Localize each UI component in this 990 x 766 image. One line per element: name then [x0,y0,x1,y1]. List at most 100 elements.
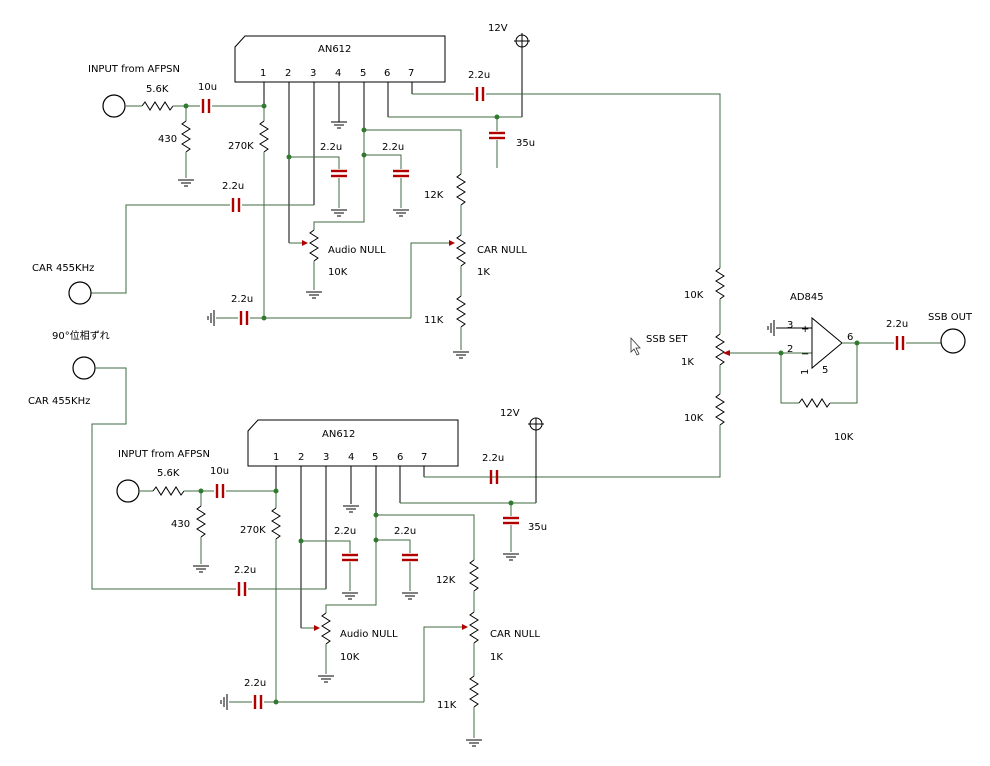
input-label-top: INPUT from AFPSN [88,64,180,75]
cap-value-carrier-top: 2.2u [222,181,244,192]
capacitor-gnd-top [239,311,249,325]
res-value-5k6-bottom: 5.6K [157,468,180,479]
output-terminal[interactable] [940,328,966,354]
carrier-bottom-input: 90°位相ずれ CAR 455KHz [28,329,236,590]
ground-symbol [466,739,482,747]
cap-value-gnd-top: 2.2u [231,294,253,305]
ic-pin-label: 1 [273,452,279,463]
cap-value-pin7-top: 2.2u [468,70,490,81]
resistor-11k-top [456,295,466,328]
cap-value-pin2-top: 2.2u [320,142,342,153]
pot-label-ssb: SSB SET [646,334,688,345]
ic-pin-label: 6 [397,452,403,463]
ground-symbol [453,351,469,359]
res-value-270k-top: 270K [228,141,254,152]
top-channel: AN612 1 2 3 4 5 6 7 12V 35u [32,23,721,359]
opamp-pin6: 6 [847,332,853,343]
res-value-10k-lower: 10K [684,413,704,424]
res-value-430-top: 430 [158,134,177,145]
capacitor-35u-top [489,131,505,140]
res-value-12k-top: 12K [424,190,444,201]
capacitor-gnd-bottom [253,695,263,709]
pot-label-audio-top: Audio NULL [328,245,386,256]
resistor-430-bottom [196,505,206,538]
cap-value-out: 2.2u [886,319,908,330]
pot-label-car-top: CAR NULL [477,245,527,256]
ic-pin-label: 4 [335,68,341,79]
capacitor-carrier-top [231,198,241,212]
ic-name-top: AN612 [318,44,351,55]
ground-symbol [503,553,519,561]
opamp-name: AD845 [790,292,824,303]
pot-audio-null-top[interactable] [309,229,319,262]
opamp-sym-plus: + [801,324,809,335]
resistor-10k-lower [715,393,725,426]
phase-label: 90°位相ずれ [52,329,110,342]
ic-pin-label: 1 [260,68,266,79]
resistor-5k6-bottom [152,486,185,496]
supply-label-bottom: 12V [500,408,520,419]
ground-symbol [393,209,409,217]
res-value-430-bottom: 430 [171,519,190,530]
capacitor-pin5-bottom [402,553,418,562]
cap-value-pin7-bottom: 2.2u [482,453,504,464]
ground-symbol [342,592,358,600]
input-terminal-bottom[interactable] [116,479,140,503]
input-terminal-top[interactable] [102,94,126,118]
resistor-270k-top [259,120,269,153]
ground-symbol [193,565,209,573]
res-value-12k-bottom: 12K [436,575,456,586]
pot-ssb-set[interactable] [715,333,725,366]
mixer-section: 10K SSB SET 1K 10K AD845 + − 3 2 6 1 5 [424,267,973,478]
ic-pin-label: 3 [310,68,316,79]
capacitor-pin2-bottom [342,553,358,562]
ic-body-top [234,35,446,83]
ground-symbol [343,505,359,513]
bottom-channel: AN612 1 2 3 4 5 6 7 12V 35u [116,408,547,747]
output-label: SSB OUT [928,312,973,323]
resistor-11k-bottom [469,675,479,708]
resistor-feedback [798,398,831,408]
res-value-10k-upper: 10K [684,290,704,301]
cap-value-10u-bottom: 10u [210,466,229,477]
res-value-feedback: 10K [834,432,854,443]
resistor-270k-bottom [271,507,281,540]
input-label-bottom: INPUT from AFPSN [118,449,210,460]
ic-pin-label: 3 [323,452,329,463]
ground-symbol [402,592,418,600]
opamp-sym-minus: − [801,349,809,360]
ic-pin-label: 2 [298,452,304,463]
ground-symbol [331,209,347,217]
capacitor-10u-bottom [215,484,225,498]
pot-value-audio-top: 10K [328,267,348,278]
cap-value-10u-top: 10u [198,82,217,93]
ic-pin-label: 5 [372,452,378,463]
ic-pin-label: 4 [348,452,354,463]
ground-symbol [207,310,215,326]
mouse-cursor-icon [630,336,641,356]
carrier-terminal-bottom[interactable] [72,356,96,380]
ground-symbol [306,291,322,299]
resistor-430-top [181,120,191,153]
pot-value-audio-bottom: 10K [340,652,360,663]
ic-pin-label: 6 [384,68,390,79]
cap-value-pin2-bottom: 2.2u [334,526,356,537]
res-value-5k6-top: 5.6K [146,84,169,95]
capacitor-out [895,336,905,350]
pot-car-null-top[interactable] [456,234,466,267]
ic-pin-label: 2 [285,68,291,79]
pot-label-audio-bottom: Audio NULL [340,629,398,640]
pot-car-null-bottom[interactable] [469,611,479,644]
pot-audio-null-bottom[interactable] [321,612,331,645]
ground-symbol [318,675,334,683]
carrier-terminal-top[interactable] [68,281,92,305]
opamp-pin2: 2 [787,344,793,355]
capacitor-carrier-bottom [237,582,247,596]
ic-body-bottom [247,419,459,467]
cap-value-gnd-bottom: 2.2u [244,678,266,689]
ic-name-bottom: AN612 [322,429,355,440]
ic-pin-label: 7 [421,452,427,463]
cap-value-pin5-bottom: 2.2u [394,526,416,537]
ground-symbol [178,179,194,187]
